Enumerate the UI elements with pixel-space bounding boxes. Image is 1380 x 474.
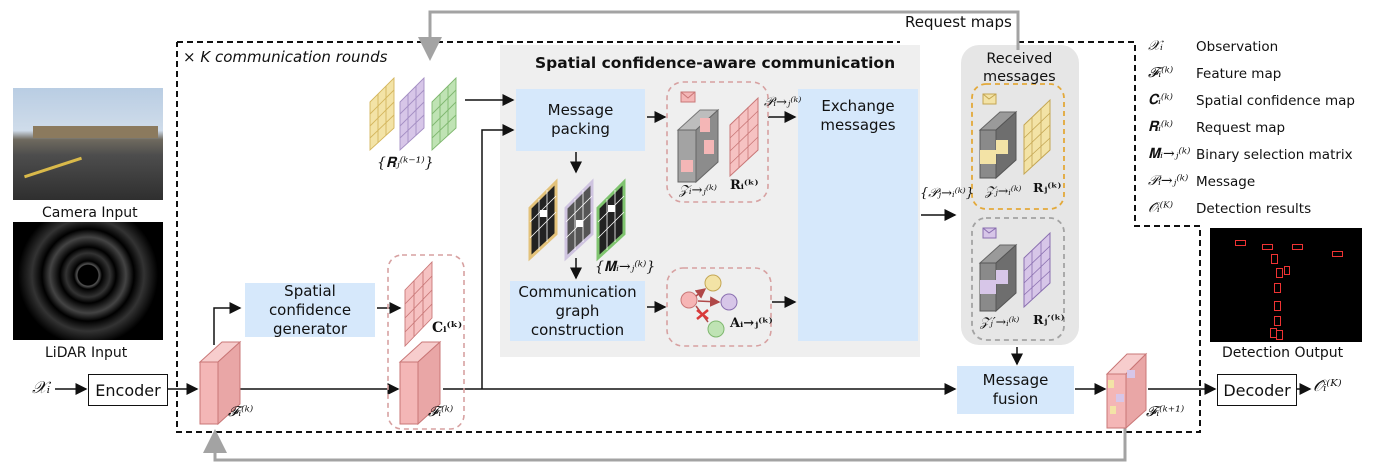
legend-symbol: 𝒪̂ᵢ⁽ᴷ⁾ (1148, 200, 1174, 216)
received-message-2 (978, 227, 1051, 313)
legend-symbol: 𝓕ᵢ⁽ᵏ⁾ (1148, 65, 1174, 81)
legend-symbol: 𝒳ᵢ (1148, 38, 1163, 54)
camera-bridge (33, 126, 158, 138)
communication-graph-block: Communication graph construction (510, 281, 645, 341)
detection-box (1332, 251, 1343, 257)
received-message-1 (978, 93, 1051, 180)
feature-map-label-output: 𝓕ᵢ⁽ᵏ⁺¹⁾ (1146, 404, 1185, 420)
lidar-input-label: LiDAR Input (45, 345, 128, 361)
spatial-confidence-generator-block: Spatial confidence generator (245, 281, 375, 338)
legend-text: Request map (1196, 120, 1286, 136)
message-p-label: 𝒫ᵢ→ⱼ⁽ᵏ⁾ (764, 95, 802, 110)
request-maps-prev (369, 76, 457, 152)
message-z-label: 𝒵ᵢ→ⱼ⁽ᵏ⁾ (679, 183, 717, 198)
packing-label: Message packing (547, 101, 614, 138)
legend-symbol: 𝐑ᵢ⁽ᵏ⁾ (1148, 119, 1173, 135)
received-z2-label: 𝒵ⱼ′→ᵢ⁽ᵏ⁾ (980, 314, 1020, 329)
request-maps-loop (418, 10, 1020, 61)
received-r2-label: 𝐑ⱼ′⁽ᵏ⁾ (1033, 312, 1065, 327)
fusion-label: Message fusion (982, 371, 1049, 408)
message-group (666, 81, 769, 203)
received-z1-label: 𝒵ⱼ→ᵢ⁽ᵏ⁾ (985, 183, 1022, 198)
received-r1-label: 𝐑ⱼ⁽ᵏ⁾ (1033, 180, 1062, 195)
detection-result-symbol: 𝒪̂ᵢ⁽ᴷ⁾ (1313, 376, 1342, 395)
selection-matrix-label: {𝐌ᵢ→ⱼ⁽ᵏ⁾} (595, 259, 656, 275)
detection-box (1284, 266, 1290, 275)
detection-box (1274, 283, 1281, 293)
confidence-map (404, 260, 433, 348)
decoder-block: Decoder (1217, 374, 1297, 406)
lidar-input-image (13, 222, 163, 340)
request-prev-label: {𝐑ⱼ⁽ᵏ⁻¹⁾} (377, 155, 434, 171)
adjacency-label: 𝐀ᵢ→ⱼ⁽ᵏ⁾ (730, 316, 773, 331)
feature-map-output (1105, 352, 1148, 430)
detection-box (1274, 301, 1281, 311)
received-messages-title: Received messages (983, 51, 1056, 85)
message-r-label: 𝐑ᵢ⁽ᵏ⁾ (730, 178, 759, 193)
feature-map-label-1: 𝓕ᵢ⁽ᵏ⁾ (228, 404, 254, 420)
communication-graph (680, 274, 738, 338)
observation-symbol: 𝒳ᵢ (32, 378, 51, 398)
graph-label: Communication graph construction (518, 282, 637, 339)
graph-group (666, 267, 772, 347)
received-group-1 (971, 83, 1065, 210)
k-rounds-frame (176, 41, 1201, 433)
exchange-messages-block: Exchange messages (798, 89, 918, 341)
camera-road-line (24, 156, 82, 179)
received-p-label: {𝒫ⱼ→ᵢ⁽ᵏ⁾} (920, 186, 974, 201)
message-packet (676, 91, 759, 184)
legend-text: Detection results (1196, 201, 1312, 217)
detection-box (1276, 268, 1283, 278)
conf-feature-group (387, 254, 465, 430)
detection-box (1262, 244, 1273, 250)
legend-symbol: 𝒫ᵢ→ⱼ⁽ᵏ⁾ (1148, 173, 1189, 189)
camera-input-label: Camera Input (42, 205, 138, 221)
encoder-block: Encoder (88, 374, 168, 406)
message-fusion-block: Message fusion (957, 366, 1074, 414)
legend-text: Binary selection matrix (1196, 147, 1353, 163)
request-maps-label: Request maps (905, 13, 1012, 31)
received-group-2 (971, 217, 1065, 341)
selection-masks (528, 178, 626, 262)
arrow-feature-scg (213, 302, 242, 345)
feature-map-label-2: 𝓕ᵢ⁽ᵏ⁾ (428, 404, 454, 420)
legend-text: Message (1196, 174, 1256, 190)
detection-box (1235, 240, 1246, 246)
message-packing-block: Message packing (516, 89, 645, 151)
confidence-map-label: 𝐂ᵢ⁽ᵏ⁾ (432, 320, 463, 336)
detection-box (1271, 254, 1278, 264)
legend-symbol: 𝐂ᵢ⁽ᵏ⁾ (1148, 92, 1173, 108)
detection-box (1274, 316, 1281, 326)
legend-text: Feature map (1196, 66, 1282, 82)
feedback-loop (203, 428, 1127, 462)
detection-box (1292, 244, 1303, 250)
section-title: Spatial confidence-aware communication (535, 54, 896, 72)
camera-input-image (13, 88, 163, 200)
legend-text: Spatial confidence map (1196, 93, 1355, 109)
detection-output-label: Detection Output (1222, 345, 1344, 361)
feature-map-2 (398, 340, 442, 426)
k-rounds-label: × K communication rounds (183, 48, 388, 66)
arrow-feature-packing (481, 124, 515, 389)
detection-box (1276, 330, 1283, 340)
exchange-label: Exchange messages (820, 97, 896, 134)
legend-symbol: 𝐌ᵢ→ⱼ⁽ᵏ⁾ (1148, 146, 1191, 162)
legend-text: Observation (1196, 39, 1279, 55)
scg-label: Spatial confidence generator (268, 281, 352, 338)
feature-map-1 (198, 340, 242, 426)
detection-output-image (1210, 228, 1362, 342)
